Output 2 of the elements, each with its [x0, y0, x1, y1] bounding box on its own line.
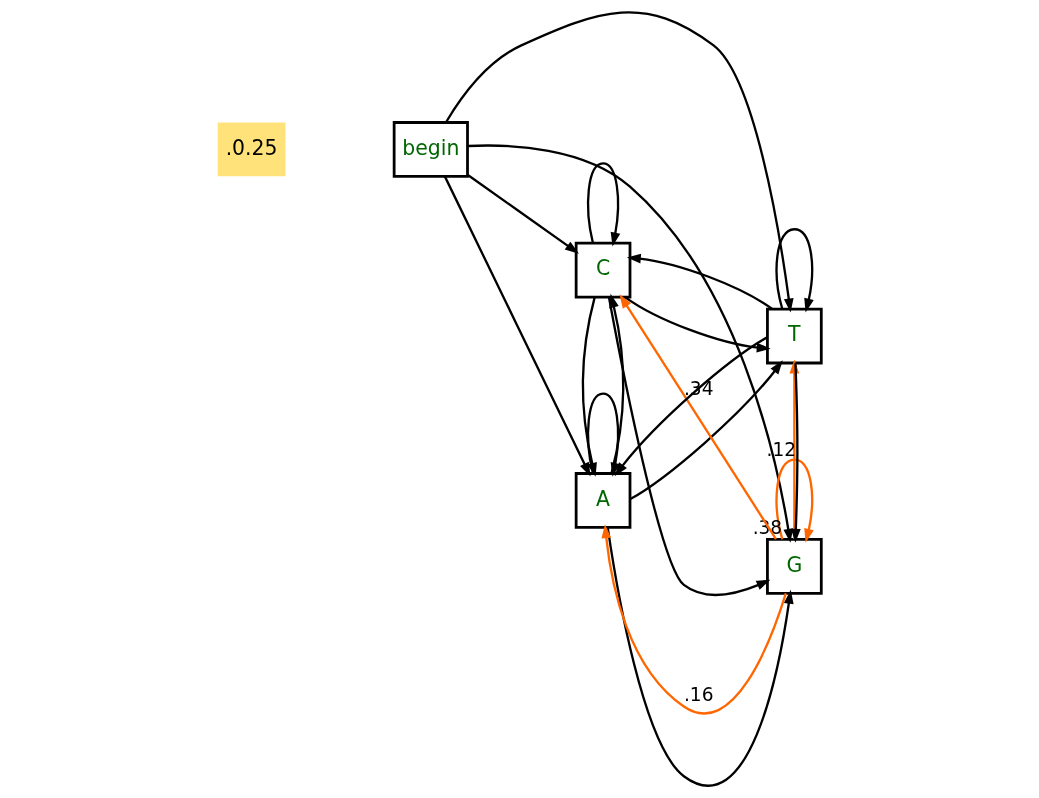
edge-label: .16: [683, 683, 714, 705]
label: .0.25: [225, 135, 278, 160]
